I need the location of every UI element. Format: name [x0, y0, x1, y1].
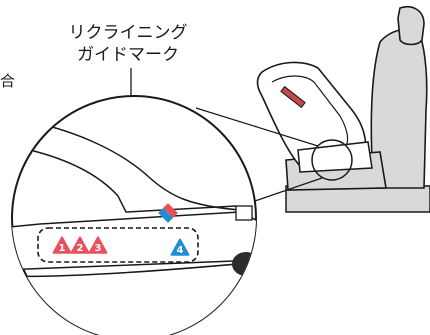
guide-marker-number: 2: [77, 243, 84, 254]
marker-highlight-box: [37, 227, 199, 263]
harness-strap: [280, 85, 306, 109]
shell-curve-mid: [29, 149, 237, 213]
indicator-diamond: [158, 203, 178, 223]
guide-marker-2: 2: [70, 236, 90, 254]
callout-label-line1: リクライニング: [69, 23, 188, 43]
guide-marker-shape: [88, 236, 108, 254]
child-seat-pad: [271, 75, 349, 151]
detail-connector-bottom: [251, 177, 323, 203]
callout-label-line2: ガイドマーク: [77, 45, 179, 65]
guide-marker-3: 3: [88, 236, 108, 254]
adjust-knob: [232, 252, 256, 276]
guide-marker-shape: [170, 238, 190, 256]
car-seat-illustration: [195, 6, 430, 213]
detail-connector-top: [195, 107, 319, 147]
guide-marker-number: 3: [95, 243, 102, 254]
guide-marker-shape: [70, 236, 90, 254]
vehicle-headrest: [397, 6, 425, 46]
guide-marker-shape: [52, 236, 72, 254]
base-band: [12, 211, 256, 271]
guide-marker-4: 4: [170, 238, 190, 256]
guide-marker-number: 1: [59, 243, 66, 254]
detail-source-circle: [311, 139, 353, 181]
release-tab: [235, 205, 253, 221]
guide-marker-1: 1: [52, 236, 72, 254]
cropped-text: 合: [0, 72, 15, 90]
guide-marker-number: 4: [177, 245, 184, 256]
shell-curve-upper: [19, 119, 241, 211]
